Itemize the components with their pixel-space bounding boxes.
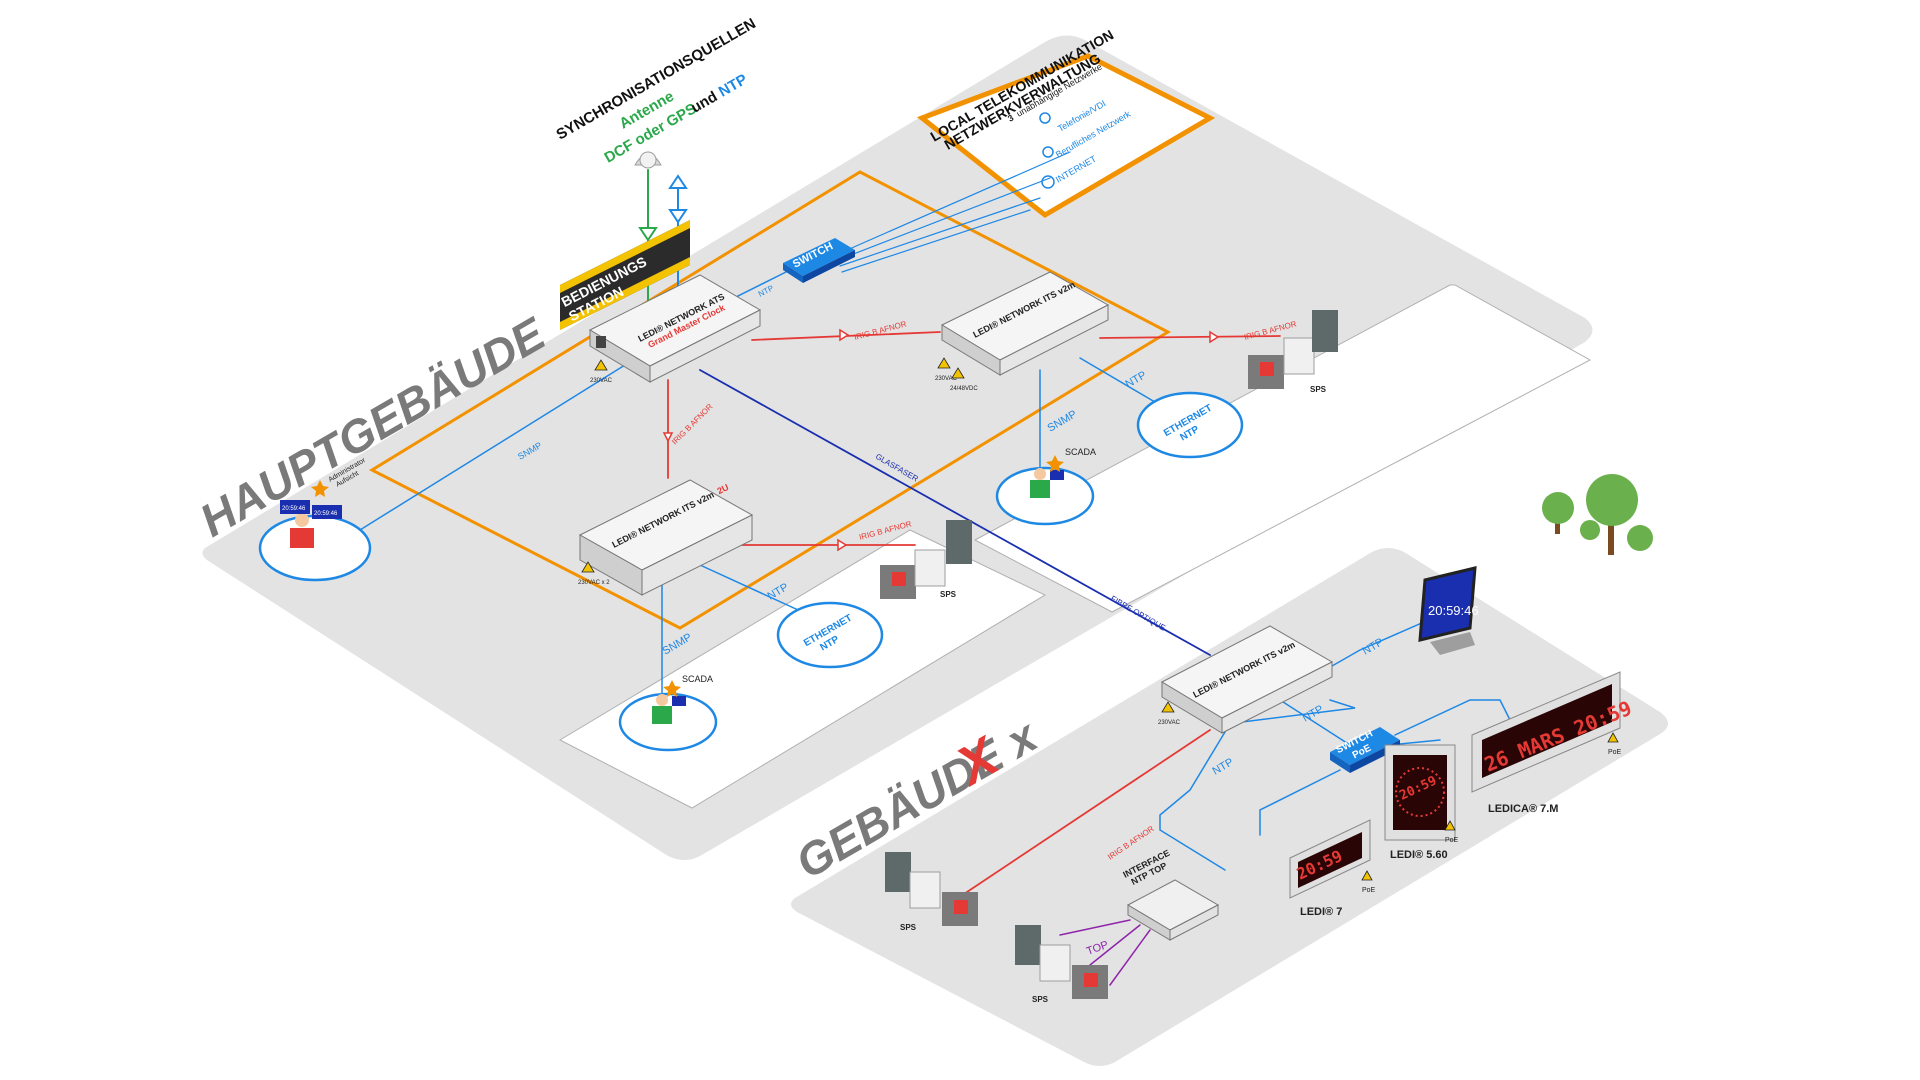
scada-top-label: SCADA xyxy=(1065,447,1096,457)
antenna-icon xyxy=(634,151,662,242)
monitor: 20:59:46 xyxy=(1418,566,1479,655)
sps-x-1: SPS xyxy=(885,852,978,932)
sps-x-2-label: SPS xyxy=(1032,995,1049,1004)
warning-icon xyxy=(1607,732,1619,743)
device-its-x: LEDI® NETWORK ITS v2m 230VAC xyxy=(1158,625,1334,734)
sps-x-2: SPS xyxy=(1015,925,1108,1004)
star-icon xyxy=(1046,455,1064,472)
its-x-volt: 230VAC xyxy=(1158,720,1181,726)
sps-mid-label: SPS xyxy=(940,590,957,599)
sps-mid: SPS xyxy=(880,520,972,599)
warning-icon xyxy=(951,367,965,379)
scada-mid: SCADA xyxy=(618,674,718,752)
admin-screen-2: 20:59:46 xyxy=(314,511,338,517)
globe-icon xyxy=(1041,175,1055,189)
sources-label: SYNCHRONISATIONSQUELLEN Antenne DCF oder… xyxy=(554,15,759,166)
warning-icon xyxy=(1161,701,1175,713)
its-mid-volt: 230VAC x 2 xyxy=(578,580,610,586)
control-station: BEDIENUNGS STATION xyxy=(559,220,690,330)
ledi7-label: LEDI® 7 xyxy=(1300,906,1342,918)
ledi560-label: LEDI® 5.60 xyxy=(1390,849,1448,861)
its-top-volt: 230VAC xyxy=(935,376,958,382)
network-icon xyxy=(1042,146,1054,158)
ledi7-poe: PoE xyxy=(1362,887,1376,894)
sources-ntp: NTP xyxy=(716,71,750,101)
building-x-floor xyxy=(790,548,1668,1066)
main-zone-outline xyxy=(368,170,1172,630)
monitor-time: 20:59:46 xyxy=(1428,603,1479,618)
ats-volt: 230VAC xyxy=(590,378,613,384)
telecom-box xyxy=(916,53,1216,219)
arrow-markers xyxy=(662,328,1220,552)
warning-icon xyxy=(594,359,608,371)
display-ledi560: 20:59 LEDI® 5.60 PoE xyxy=(1384,744,1459,861)
star-icon xyxy=(311,480,329,497)
warning-icon xyxy=(1361,870,1373,881)
zone-top-right xyxy=(973,284,1592,613)
scada-mid-label: SCADA xyxy=(682,674,713,684)
phone-icon xyxy=(1039,112,1051,124)
ledica-poe: PoE xyxy=(1608,749,1622,756)
bubble-ethernet-top: ETHERNET NTP xyxy=(1136,391,1244,459)
warning-icon xyxy=(937,357,951,369)
ledi560-poe: PoE xyxy=(1445,837,1459,844)
sps-top-label: SPS xyxy=(1310,385,1327,394)
main-building-floor xyxy=(202,35,1593,861)
telecom-count: 3 xyxy=(1006,113,1015,124)
ledica-label: LEDICA® 7.M xyxy=(1488,803,1558,815)
sps-top: SPS xyxy=(1248,310,1338,394)
scada-top: SCADA xyxy=(995,447,1096,526)
trees-icon xyxy=(1542,474,1653,555)
star-icon xyxy=(663,680,681,697)
its-mid-suffix: 2U xyxy=(716,482,731,496)
warning-icon xyxy=(581,561,595,573)
device-ats: LEDI® NETWORK ATS Grand Master Clock 230… xyxy=(588,274,762,384)
warning-icon xyxy=(1444,820,1456,831)
bubble-ethernet-mid: ETHERNET NTP xyxy=(776,601,884,669)
admin-screen-1: 20:59:46 xyxy=(282,506,306,512)
connections xyxy=(359,151,1511,986)
ntp-source-arrows-icon xyxy=(668,174,688,224)
its-top-volt2: 24/48VDC xyxy=(950,386,978,392)
sps-x-1-label: SPS xyxy=(900,923,917,932)
